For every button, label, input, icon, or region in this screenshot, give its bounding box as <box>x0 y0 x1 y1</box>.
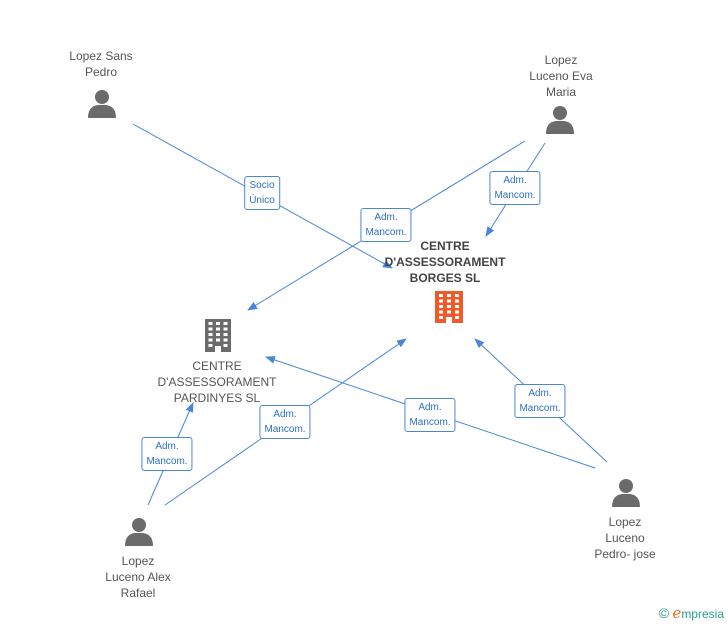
node-label-centre-borges[interactable]: CENTRE D'ASSESSORAMENT BORGES SL <box>384 239 506 285</box>
brand-name: mpresia <box>681 607 724 621</box>
building-icon-centre-borges[interactable] <box>435 291 463 323</box>
edge-label-eva-to-pardinyes[interactable]: Adm. Mancom. <box>360 208 412 242</box>
edge-label-eva-to-borges[interactable]: Adm. Mancom. <box>489 171 541 205</box>
person-icon-lopez-luceno-pedro-jose[interactable] <box>612 479 640 507</box>
node-label-lopez-luceno-pedro-jose[interactable]: Lopez Luceno Pedro- jose <box>594 515 656 561</box>
empresia-brand: © empresia <box>659 604 724 622</box>
edge-label-socio-unico[interactable]: Socio Único <box>244 176 280 210</box>
edge-label-alex-to-borges[interactable]: Adm. Mancom. <box>259 405 311 439</box>
edge-label-pedro-jose-to-pardinyes[interactable]: Adm. Mancom. <box>404 398 456 432</box>
edge-label-alex-to-pardinyes[interactable]: Adm. Mancom. <box>141 437 193 471</box>
building-icon-centre-pardinyes[interactable] <box>205 319 231 352</box>
person-icon-lopez-luceno-alex-rafael[interactable] <box>125 518 153 546</box>
person-icon-lopez-sans-pedro[interactable] <box>88 90 116 118</box>
brand-initial: e <box>672 604 682 622</box>
node-label-centre-pardinyes[interactable]: CENTRE D'ASSESSORAMENT PARDINYES SL <box>157 359 277 405</box>
copyright-symbol: © <box>658 605 670 621</box>
node-label-lopez-sans-pedro[interactable]: Lopez Sans Pedro <box>69 49 133 79</box>
node-label-lopez-luceno-alex-rafael[interactable]: Lopez Luceno Alex Rafael <box>105 554 171 600</box>
person-icon-lopez-luceno-eva-maria[interactable] <box>546 106 574 134</box>
node-label-lopez-luceno-eva-maria[interactable]: Lopez Luceno Eva Maria <box>529 53 593 99</box>
edge-label-pedro-jose-to-borges[interactable]: Adm. Mancom. <box>514 384 566 418</box>
